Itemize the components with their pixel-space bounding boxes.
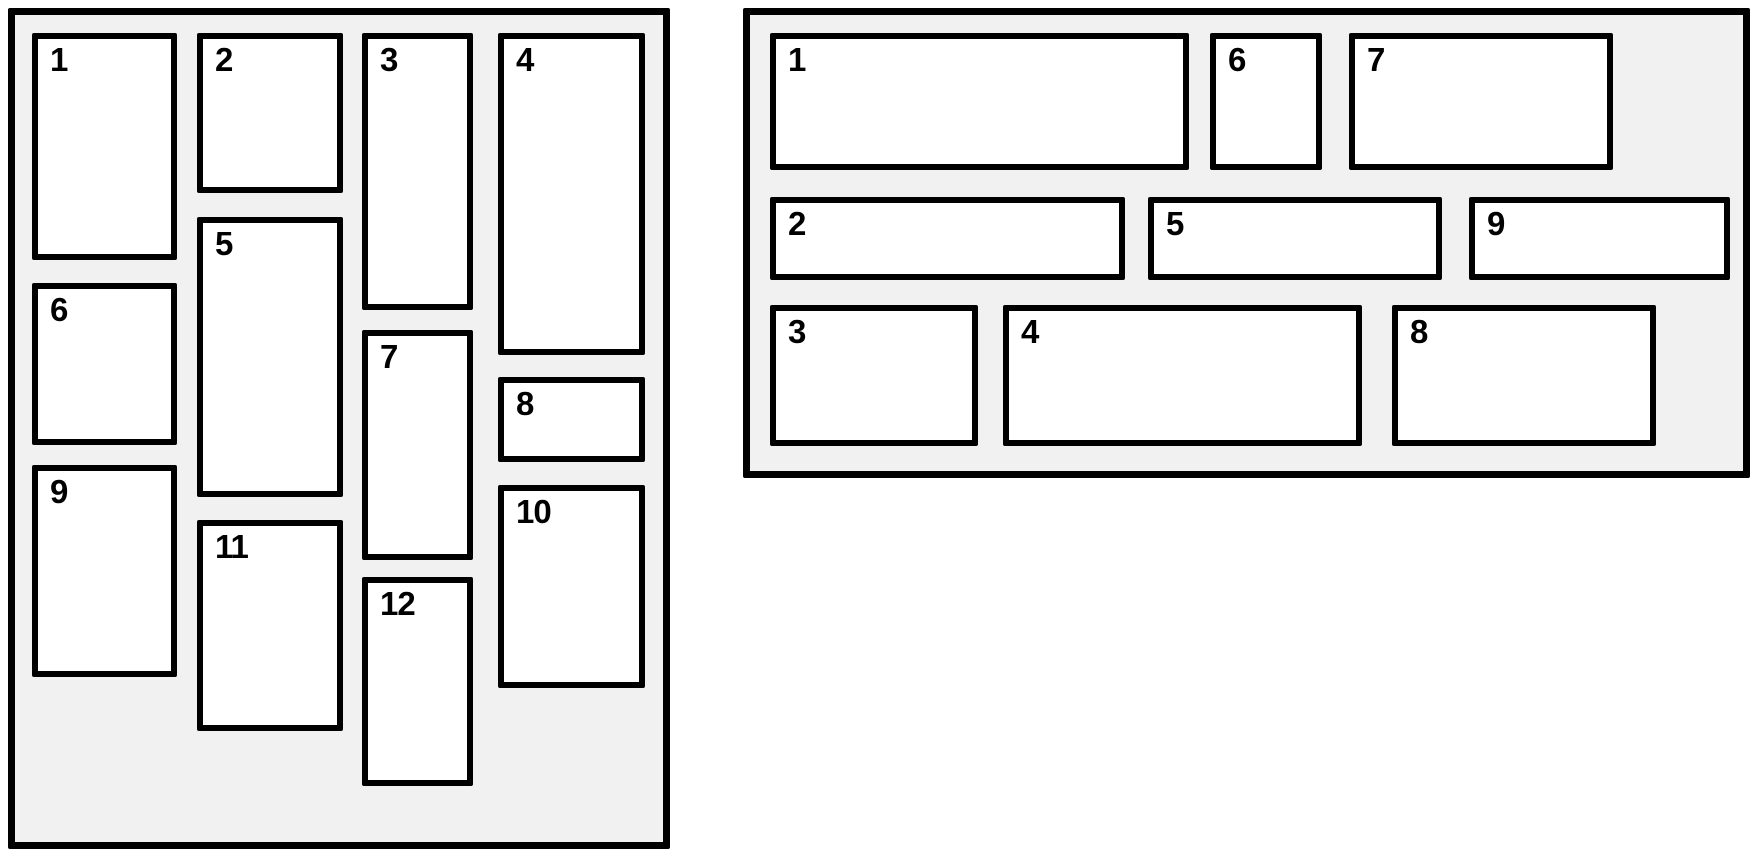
item-number-label: 9 [1487,205,1505,242]
masonry-item-left-2: 2 [197,33,343,193]
item-number-label: 11 [215,528,249,565]
masonry-item-right-2: 2 [770,197,1125,280]
masonry-item-left-8: 8 [498,377,645,462]
masonry-item-left-10: 10 [498,485,645,688]
item-number-label: 2 [215,41,233,78]
item-number-label: 3 [788,313,806,350]
masonry-item-right-7: 7 [1349,33,1613,170]
item-number-label: 7 [380,338,398,375]
masonry-item-left-11: 11 [197,520,343,731]
masonry-item-left-1: 1 [32,33,177,260]
masonry-item-right-8: 8 [1392,305,1656,446]
item-number-label: 12 [380,585,416,622]
item-number-label: 1 [788,41,806,78]
item-number-label: 5 [1166,205,1184,242]
masonry-item-left-7: 7 [362,330,473,560]
masonry-item-left-9: 9 [32,465,177,677]
masonry-item-left-3: 3 [362,33,473,310]
item-number-label: 7 [1367,41,1385,78]
item-number-label: 4 [1021,313,1039,350]
masonry-item-left-4: 4 [498,33,645,355]
masonry-item-left-5: 5 [197,217,343,497]
masonry-item-right-9: 9 [1469,197,1730,280]
item-number-label: 4 [516,41,534,78]
item-number-label: 1 [50,41,68,78]
vertical-masonry-panel: 1 2 3 4 5 6 7 8 9 10 11 12 [8,8,670,849]
item-number-label: 10 [516,493,552,530]
item-number-label: 5 [215,225,233,262]
item-number-label: 9 [50,473,68,510]
masonry-item-left-6: 6 [32,283,177,445]
item-number-label: 6 [1228,41,1246,78]
item-number-label: 6 [50,291,68,328]
item-number-label: 8 [516,385,534,422]
masonry-item-right-1: 1 [770,33,1189,170]
horizontal-masonry-panel: 1 2 3 4 5 6 7 8 9 [743,8,1750,478]
masonry-item-right-5: 5 [1148,197,1442,280]
item-number-label: 2 [788,205,806,242]
masonry-item-left-12: 12 [362,577,473,786]
masonry-item-right-3: 3 [770,305,978,446]
item-number-label: 3 [380,41,398,78]
masonry-item-right-6: 6 [1210,33,1322,170]
masonry-item-right-4: 4 [1003,305,1362,446]
item-number-label: 8 [1410,313,1428,350]
